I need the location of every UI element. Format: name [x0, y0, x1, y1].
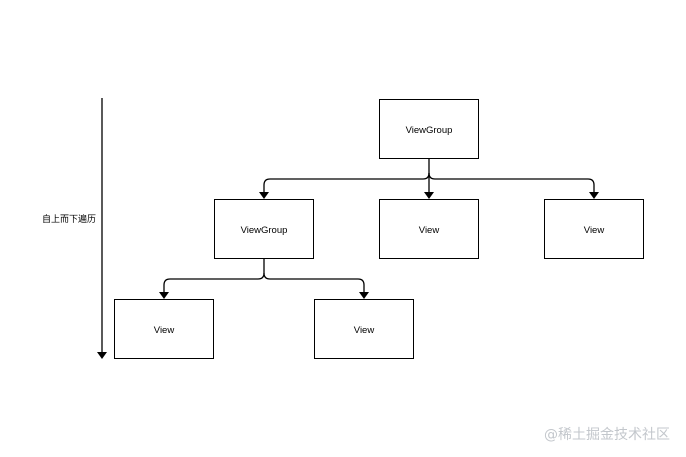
traversal-direction-arrow	[97, 98, 107, 359]
arrowhead-v2	[589, 192, 599, 199]
node-label: ViewGroup	[406, 125, 453, 136]
edge-root-to-v2	[428, 172, 595, 192]
watermark: @稀土掘金技术社区	[544, 427, 670, 443]
node-label: ViewGroup	[241, 225, 288, 236]
node-view-2: View	[544, 199, 644, 259]
node-view-1: View	[379, 199, 479, 259]
node-label: View	[584, 225, 605, 236]
edge-vg1-to-v4	[263, 272, 365, 292]
node-label: View	[419, 225, 440, 236]
arrowhead-v4	[359, 292, 369, 299]
edges-vg1	[159, 258, 369, 299]
node-viewgroup-child: ViewGroup	[214, 199, 314, 259]
edge-vg1-to-v3	[163, 258, 265, 292]
edge-root-connector	[263, 158, 430, 192]
node-view-3: View	[114, 299, 214, 359]
traversal-direction-label: 自上而下遍历	[42, 213, 96, 225]
arrowhead-v1	[424, 192, 434, 199]
arrowhead-vg1	[259, 192, 269, 199]
node-view-4: View	[314, 299, 414, 359]
node-root: ViewGroup	[379, 99, 479, 159]
arrowhead-v3	[159, 292, 169, 299]
edges-root	[259, 158, 599, 199]
node-label: View	[154, 325, 175, 336]
node-label: View	[354, 325, 375, 336]
